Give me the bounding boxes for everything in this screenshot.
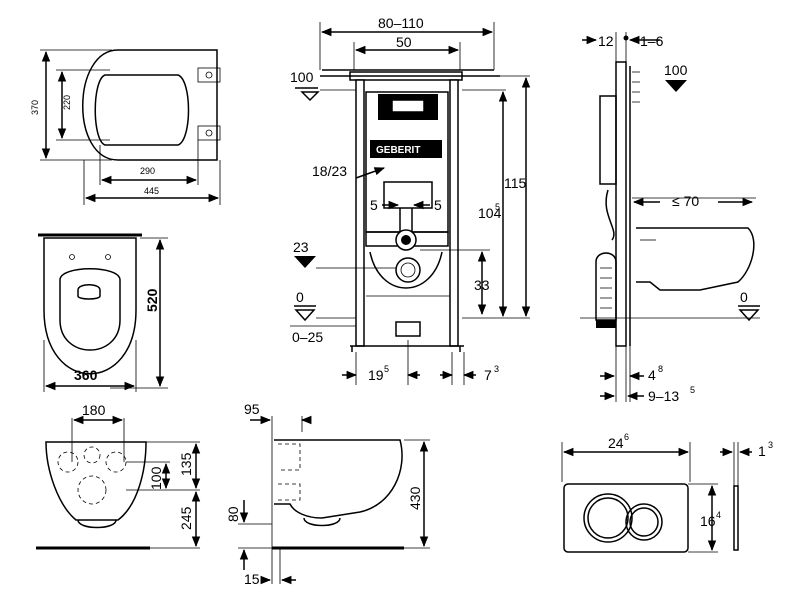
bowl-rim (59, 268, 121, 351)
plate-body (563, 483, 689, 553)
dim-445-label: 445 (144, 186, 159, 196)
side-9-13-label: 9–13 (648, 388, 679, 404)
level-23-marker (294, 256, 316, 268)
front-bowl-outline (45, 441, 147, 521)
dim-100-label: 100 (290, 69, 314, 85)
dim-0-label: 0 (296, 289, 304, 305)
dim-23-label: 23 (293, 239, 309, 255)
hinge-top (197, 67, 221, 83)
dim-95-label: 95 (244, 401, 260, 417)
dim-115-label: 115 (504, 175, 527, 191)
dim-1-label: 1 (758, 443, 766, 459)
frame-side-view: 12 1–6 100 ≤ 70 0 4 8 9–13 (580, 32, 760, 404)
side-cistern (599, 95, 617, 185)
dim-19-label: 19 (368, 367, 384, 383)
seat-outline (82, 49, 218, 161)
pan-profile (369, 251, 443, 289)
dim-19-sup: 5 (384, 364, 389, 374)
dim-24-sup: 6 (624, 432, 629, 442)
side-frame (615, 61, 627, 347)
dim-0-25-label: 0–25 (292, 329, 323, 345)
dim-245-label: 245 (178, 506, 194, 530)
dim-5a-label: 5 (370, 197, 378, 213)
side-4-label: 4 (648, 367, 656, 383)
dim-12-label: 12 (598, 33, 614, 49)
side-100-label: 100 (664, 62, 688, 78)
dim-16-label: 16 (700, 513, 716, 529)
dim-24-label: 24 (608, 435, 624, 451)
dim-180-label: 180 (82, 402, 106, 418)
side-70-label: ≤ 70 (672, 193, 699, 209)
logo-band (370, 140, 442, 158)
dim-7-label: 7 (484, 367, 492, 383)
dim-430-label: 430 (407, 486, 423, 510)
button-small-ring (625, 503, 663, 541)
seat-inner (94, 74, 190, 146)
dim-16-sup: 4 (716, 510, 721, 520)
dim-5b-label: 5 (434, 197, 442, 213)
dim-220-label: 220 (62, 95, 72, 110)
button-large (587, 497, 629, 539)
seat-top-view: 370 220 290 445 (30, 49, 221, 205)
side-0-label: 0 (740, 289, 748, 305)
dim-15-label: 15 (244, 571, 260, 587)
dim-18-23-label: 18/23 (312, 163, 347, 179)
bowl-top-view: 520 360 (38, 233, 168, 392)
dim-520-label: 520 (144, 288, 160, 312)
plate-side (733, 485, 739, 551)
dim-7-sup: 3 (494, 364, 499, 374)
hinge-bottom (197, 125, 221, 141)
side-level-100-marker (665, 80, 687, 92)
dim-1-6-label: 1–6 (640, 33, 664, 49)
side-4-sup: 8 (658, 364, 663, 374)
dim-80-110-label: 80–110 (378, 15, 424, 31)
drain-pipe (395, 257, 421, 283)
bowl-side-view: 95 430 80 15 (225, 401, 430, 587)
left-upright (355, 79, 365, 347)
bowl-outlet (77, 284, 101, 300)
dim-370-label: 370 (30, 100, 40, 115)
level-0-marker (294, 305, 316, 322)
dim-100-front-label: 100 (148, 466, 164, 490)
dim-80-label: 80 (225, 506, 241, 522)
dim-360-label: 360 (74, 367, 98, 383)
side-bowl-outline (274, 439, 403, 519)
frame-front-view: 80–110 50 GEBERIT 100 18/23 5 5 (290, 15, 531, 385)
right-upright (449, 79, 459, 347)
dim-50-label: 50 (396, 34, 412, 50)
dim-1-sup: 3 (768, 440, 773, 450)
bowl-outline (43, 237, 137, 375)
bowl-front-view: 180 135 100 245 (36, 402, 201, 550)
flush-plate-view: 24 6 16 4 1 3 (561, 432, 773, 553)
button-large-ring (583, 493, 633, 543)
side-level-0-marker (738, 305, 760, 322)
brand-logo: GEBERIT (376, 145, 420, 156)
side-9-sup: 5 (690, 385, 695, 395)
dim-33-label: 33 (474, 277, 490, 293)
dim-290-label: 290 (140, 166, 155, 176)
button-small (629, 507, 659, 537)
dim-104-label: 104 (478, 205, 502, 221)
level-100-marker (295, 87, 320, 102)
dim-135-label: 135 (178, 452, 194, 476)
dim-104-sup: 5 (495, 202, 500, 212)
